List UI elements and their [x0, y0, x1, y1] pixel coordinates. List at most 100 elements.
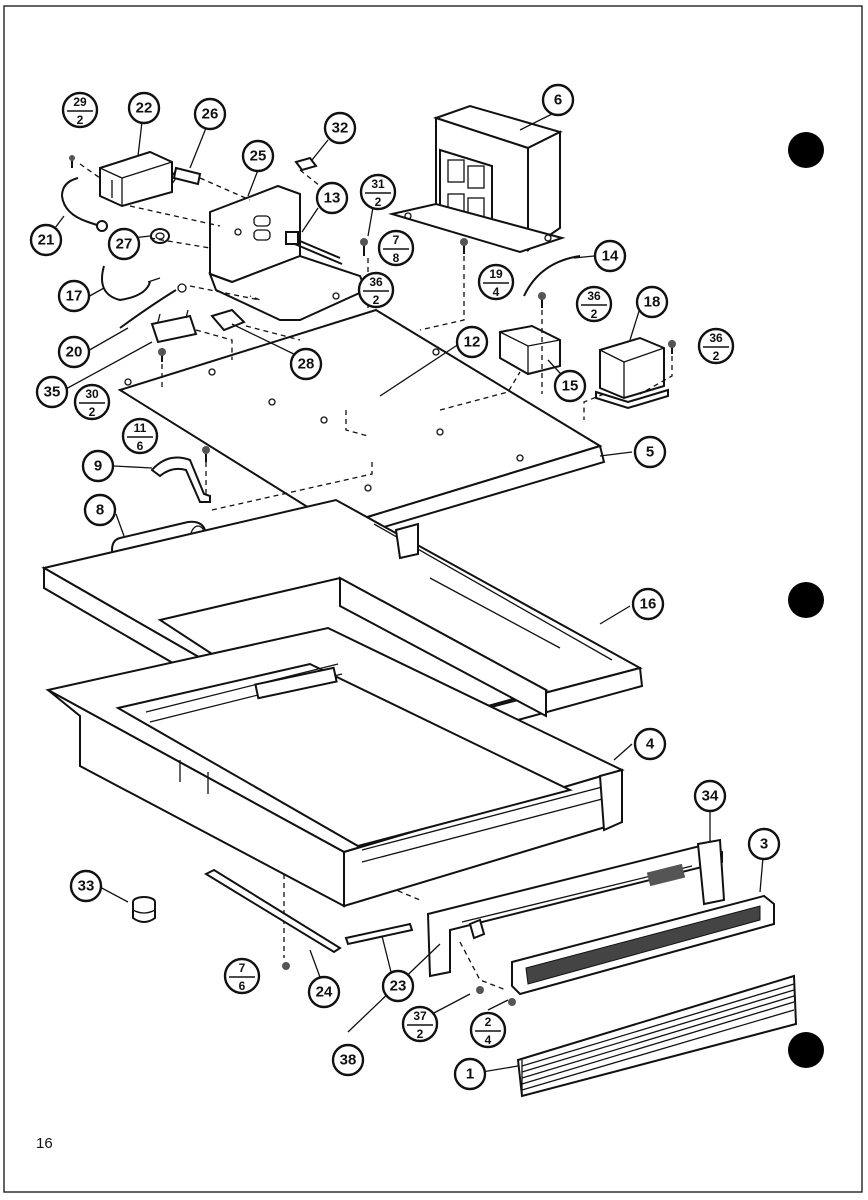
svg-text:5: 5 — [646, 444, 654, 461]
fraction-30-2: 302 — [73, 383, 111, 421]
svg-text:13: 13 — [324, 190, 341, 207]
callout-33: 33 — [69, 869, 103, 903]
svg-text:20: 20 — [66, 344, 83, 361]
svg-text:11: 11 — [134, 421, 147, 435]
svg-text:31: 31 — [371, 177, 385, 191]
svg-text:15: 15 — [562, 378, 579, 395]
fraction-11-6: 116 — [121, 417, 159, 455]
svg-text:6: 6 — [239, 979, 246, 993]
part-20-wire — [119, 283, 187, 329]
part-4-base-pan — [45, 626, 625, 908]
part-18-capacitor-transformer — [595, 336, 669, 410]
svg-text:2: 2 — [591, 307, 598, 321]
callout-38: 38 — [331, 1043, 365, 1077]
binder-hole-middle — [788, 582, 824, 618]
callout-20: 20 — [57, 335, 91, 369]
part-15-relay — [499, 324, 561, 376]
callout-23: 23 — [381, 969, 415, 1003]
svg-text:33: 33 — [78, 878, 95, 895]
fraction-37-2: 372 — [401, 1005, 439, 1043]
callout-13: 13 — [315, 181, 349, 215]
callout-28: 28 — [289, 347, 323, 381]
svg-text:34: 34 — [702, 788, 719, 805]
svg-text:4: 4 — [485, 1033, 492, 1047]
fraction-36-2-c: 362 — [697, 327, 735, 365]
fraction-7-6: 76 — [223, 957, 261, 995]
svg-text:16: 16 — [640, 596, 657, 613]
part-1-grille — [516, 974, 798, 1098]
svg-text:2: 2 — [375, 195, 382, 209]
svg-text:9: 9 — [94, 458, 102, 475]
svg-text:38: 38 — [340, 1052, 357, 1069]
svg-text:23: 23 — [390, 978, 407, 995]
svg-text:19: 19 — [489, 267, 503, 281]
part-26-connector — [171, 166, 202, 186]
part-3-filter — [511, 894, 775, 996]
binder-hole-bottom — [788, 1032, 824, 1068]
part-6-transformer — [388, 104, 566, 254]
svg-text:2: 2 — [713, 349, 720, 363]
part-9-bracket — [150, 456, 211, 503]
part-21-tube — [60, 177, 108, 232]
fraction-36-2-a: 362 — [357, 271, 395, 309]
part-33-can — [132, 896, 156, 923]
svg-text:2: 2 — [77, 113, 84, 127]
callout-27: 27 — [107, 227, 141, 261]
callout-14: 14 — [593, 239, 627, 273]
svg-text:26: 26 — [202, 106, 219, 123]
svg-text:2: 2 — [417, 1027, 424, 1041]
callout-35: 35 — [35, 375, 69, 409]
part-17-harness — [101, 265, 161, 302]
svg-text:7: 7 — [393, 233, 400, 247]
svg-text:14: 14 — [602, 248, 619, 265]
part-27-grommet — [150, 228, 170, 244]
callout-32: 32 — [323, 111, 357, 145]
callout-25: 25 — [241, 139, 275, 173]
svg-text:2: 2 — [89, 405, 96, 419]
callout-26: 26 — [193, 97, 227, 131]
svg-text:7: 7 — [239, 961, 246, 975]
svg-text:4: 4 — [493, 285, 500, 299]
page-border — [3, 5, 863, 1193]
svg-text:6: 6 — [137, 439, 144, 453]
callout-17: 17 — [57, 279, 91, 313]
svg-text:21: 21 — [38, 232, 55, 249]
svg-text:30: 30 — [85, 387, 99, 401]
part-14-wire — [523, 255, 581, 297]
part-24-rail — [203, 868, 342, 954]
svg-text:28: 28 — [298, 356, 315, 373]
part-13-sensor — [285, 231, 343, 265]
callout-6: 6 — [541, 83, 575, 117]
callout-4: 4 — [633, 727, 667, 761]
callout-5: 5 — [633, 435, 667, 469]
callout-8: 8 — [83, 493, 117, 527]
svg-text:32: 32 — [332, 120, 349, 137]
callout-15: 15 — [553, 369, 587, 403]
svg-text:36: 36 — [587, 289, 601, 303]
callout-21: 21 — [29, 223, 63, 257]
callout-12: 12 — [455, 325, 489, 359]
part-25-bracket — [208, 184, 368, 321]
callout-18: 18 — [635, 285, 669, 319]
svg-text:22: 22 — [136, 100, 153, 117]
svg-text:3: 3 — [760, 836, 768, 853]
svg-text:36: 36 — [369, 275, 383, 289]
fraction-2-4: 24 — [469, 1011, 507, 1049]
svg-text:1: 1 — [466, 1066, 474, 1083]
callout-3: 3 — [747, 827, 781, 861]
callout-34: 34 — [693, 779, 727, 813]
part-22-box — [99, 150, 173, 208]
svg-text:37: 37 — [413, 1009, 427, 1023]
svg-text:2: 2 — [485, 1015, 492, 1029]
svg-text:8: 8 — [96, 502, 104, 519]
callout-9: 9 — [81, 449, 115, 483]
part-32-clip — [294, 156, 318, 172]
part-34-front-frame — [426, 838, 726, 978]
page-number: 16 — [36, 1135, 53, 1152]
fraction-29-2: 292 — [61, 91, 99, 129]
callout-1: 1 — [453, 1057, 487, 1091]
svg-text:36: 36 — [709, 331, 723, 345]
fraction-7-8: 78 — [377, 229, 415, 267]
fraction-19-4: 194 — [477, 263, 515, 301]
small-screws-lower — [282, 962, 516, 1006]
